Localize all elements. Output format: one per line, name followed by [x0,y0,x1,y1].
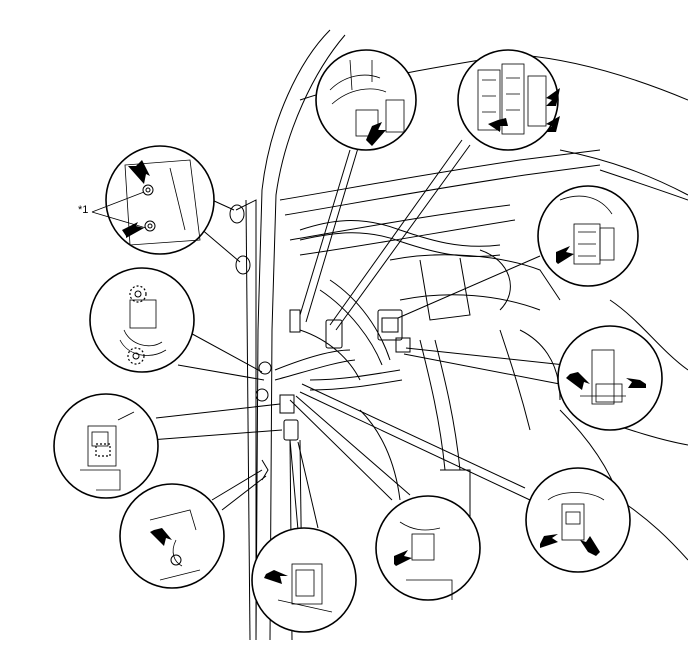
detail-bolt-pair [91,145,215,255]
detail-right-connector [537,185,639,287]
detail-lower-right-clamp [525,467,631,573]
arrow-icon [540,534,558,548]
arrow-icon [580,536,600,556]
arrow-icon [488,118,508,132]
leader-lines [149,139,566,531]
arrow-icon [566,372,590,390]
callout-label-star-1: *1 [78,204,89,216]
detail-upper-right-connectors [457,49,560,151]
arrow-icon [150,528,172,546]
detail-bottom-connector [251,527,357,633]
arrow-icon [556,246,574,264]
arrow-icon [626,378,646,388]
vehicle-body-outline [229,29,688,641]
arrow-icon [394,550,412,566]
detail-lower-left-ground [119,483,225,589]
detail-left-connector [53,393,159,499]
arrow-icon [122,222,144,238]
detail-top-connector [315,49,417,151]
detail-lower-center-connector [375,495,481,601]
arrow-icon [264,570,288,584]
detail-clip-with-dashed [89,267,195,373]
arrow-icon [366,122,386,146]
arrow-icon [546,88,560,106]
arrow-icon [546,116,560,132]
detail-far-right-clamp [557,325,663,431]
arrow-icon [128,160,150,184]
